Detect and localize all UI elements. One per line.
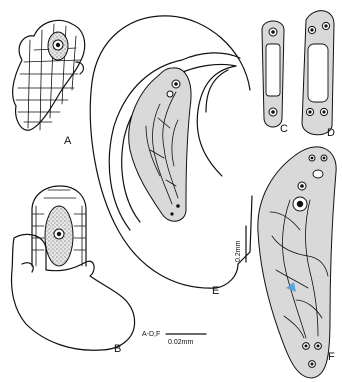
panel-a-drawing: [13, 20, 85, 130]
panel-label-d: D: [327, 127, 335, 139]
panel-label-b: B: [114, 343, 121, 355]
scale-label-e: 0.2mm: [235, 240, 242, 262]
panel-e-drawing: [90, 16, 252, 288]
panel-f-drawing: [258, 147, 336, 378]
panel-label-c: C: [280, 123, 288, 135]
panel-b-drawing: [12, 186, 135, 350]
panel-d-drawing: [302, 11, 334, 135]
scale-label-main: 0.02mm: [168, 339, 193, 346]
panel-label-e: E: [212, 285, 219, 297]
panel-label-f: F: [328, 351, 335, 363]
scale-caption-main: A-D,F: [142, 331, 160, 338]
panel-label-a: A: [64, 135, 72, 147]
panel-c-drawing: [262, 21, 284, 127]
